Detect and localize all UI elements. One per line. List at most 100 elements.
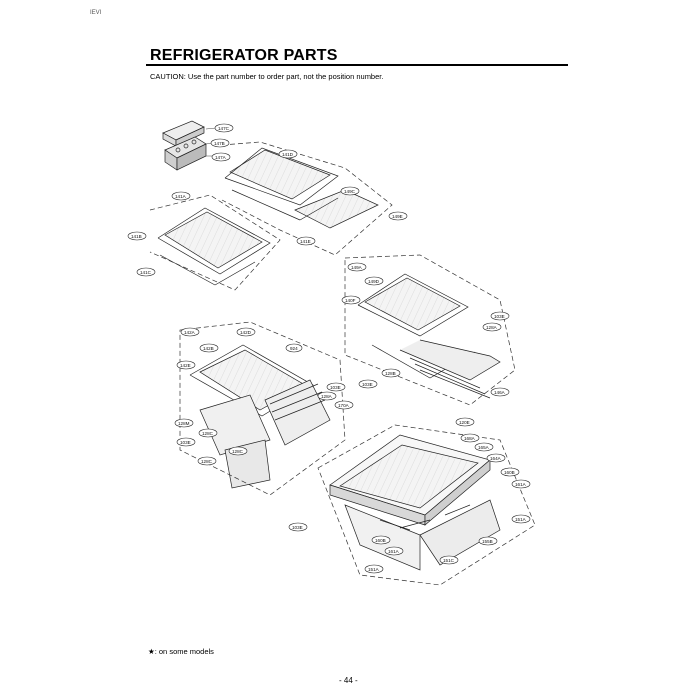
svg-text:151A: 151A xyxy=(515,517,527,522)
callout-149e: 149E xyxy=(388,211,408,221)
svg-text:141A: 141A xyxy=(175,194,187,199)
callout-160b-b: 160B xyxy=(371,535,391,545)
svg-text:120E: 120E xyxy=(459,420,470,425)
callout-128b-a: 128B xyxy=(381,368,401,378)
callout-146a: 146A xyxy=(490,387,510,397)
callout-128a-a: 128A xyxy=(482,322,502,332)
svg-text:149E: 149E xyxy=(392,214,403,219)
svg-text:103E: 103E xyxy=(180,440,191,445)
left-shelf-assembly xyxy=(149,194,281,291)
svg-text:141C: 141C xyxy=(140,270,152,275)
callout-924: 924 xyxy=(285,343,303,353)
svg-text:141B: 141B xyxy=(131,234,142,239)
svg-text:147A: 147A xyxy=(215,155,227,160)
svg-text:128C: 128C xyxy=(202,431,214,436)
title-underline xyxy=(146,64,568,66)
svg-text:142B: 142B xyxy=(203,346,214,351)
callout-149c: 149C xyxy=(340,186,360,196)
callout-141b: 141B xyxy=(127,231,147,241)
svg-text:128C: 128C xyxy=(201,459,213,464)
callout-128c-a: 128C xyxy=(198,428,218,438)
callout-128c-b: 128C xyxy=(228,446,248,456)
callout-149a: 149A xyxy=(347,262,367,272)
callout-103e-b: 103E xyxy=(358,379,378,389)
svg-text:164A: 164A xyxy=(490,456,502,461)
callout-141a: 141A xyxy=(171,191,191,201)
svg-text:149C: 149C xyxy=(344,189,356,194)
callout-140f: 140F xyxy=(341,295,361,305)
page-title: REFRIGERATOR PARTS xyxy=(150,47,338,64)
callout-103e-c: 103E xyxy=(326,382,346,392)
svg-text:151A: 151A xyxy=(368,567,380,572)
svg-text:147C: 147C xyxy=(218,126,230,131)
callout-147a: 147A xyxy=(206,152,231,162)
svg-text:128A: 128A xyxy=(486,325,498,330)
footnote-on-some-models: ★: on some models xyxy=(148,647,214,656)
svg-text:160B: 160B xyxy=(504,470,515,475)
svg-text:140F: 140F xyxy=(345,298,356,303)
egg-tray-assembly xyxy=(162,120,207,171)
svg-text:103E: 103E xyxy=(292,525,303,530)
svg-text:170A: 170A xyxy=(338,403,350,408)
callout-142e: 142E xyxy=(176,360,196,370)
callout-128a-b: 128A xyxy=(317,391,337,401)
svg-text:151C: 151C xyxy=(443,558,455,563)
svg-text:149A: 149A xyxy=(351,265,363,270)
callout-151a-a: 151A xyxy=(511,514,531,524)
callout-147c: 147C xyxy=(205,123,234,133)
top-right-shelf-assembly xyxy=(221,141,393,256)
callout-141e: 141E xyxy=(296,236,316,246)
callout-160b: 160B xyxy=(500,467,520,477)
svg-text:168A: 168A xyxy=(464,436,476,441)
callout-147b: 147B xyxy=(205,138,230,148)
callout-164a: 164A xyxy=(486,453,506,463)
svg-text:142D: 142D xyxy=(240,330,252,335)
svg-text:141D: 141D xyxy=(282,152,294,157)
callout-141c: 141C xyxy=(136,267,156,277)
callout-120e: 120E xyxy=(455,417,475,427)
crisper-drawer-assembly xyxy=(317,424,536,586)
svg-text:128M: 128M xyxy=(178,421,190,426)
svg-text:103E: 103E xyxy=(494,314,505,319)
page-number: - 44 - xyxy=(339,676,358,685)
callout-165a: 165A xyxy=(474,442,494,452)
svg-text:142E: 142E xyxy=(180,363,191,368)
callout-141d: 141D xyxy=(278,149,298,159)
callout-151c: 151C xyxy=(439,555,459,565)
callout-103e-d: 103E xyxy=(176,437,196,447)
svg-text:161A: 161A xyxy=(515,482,527,487)
callout-128c-c: 128C xyxy=(197,456,217,466)
callout-142a: 142A xyxy=(180,327,200,337)
callout-149d: 149D xyxy=(364,276,384,286)
svg-text:155B: 155B xyxy=(482,539,493,544)
svg-text:146A: 146A xyxy=(494,390,506,395)
svg-text:165A: 165A xyxy=(478,445,490,450)
caution-note: CAUTION: Use the part number to order pa… xyxy=(150,72,384,81)
svg-text:149D: 149D xyxy=(368,279,380,284)
svg-text:924: 924 xyxy=(290,346,298,351)
svg-text:161A: 161A xyxy=(388,549,400,554)
callout-142b: 142B xyxy=(199,343,219,353)
callout-161a-b: 161A xyxy=(384,546,404,556)
svg-text:128B: 128B xyxy=(385,371,396,376)
svg-text:128C: 128C xyxy=(232,449,244,454)
corner-mark: IEVI xyxy=(90,10,102,16)
callout-142d: 142D xyxy=(236,327,256,337)
callout-128m: 128M xyxy=(174,418,194,428)
svg-text:141E: 141E xyxy=(300,239,311,244)
callout-161a-a: 161A xyxy=(511,479,531,489)
callout-168a: 168A xyxy=(460,433,480,443)
callout-170a: 170A xyxy=(334,400,354,410)
callout-151a-b: 151A xyxy=(364,564,384,574)
svg-text:103E: 103E xyxy=(330,385,341,390)
right-middle-shelf-assembly xyxy=(344,254,516,406)
svg-text:128A: 128A xyxy=(321,394,333,399)
callout-103e-a: 103E xyxy=(490,311,510,321)
svg-text:142A: 142A xyxy=(184,330,196,335)
svg-text:160B: 160B xyxy=(375,538,386,543)
svg-text:147B: 147B xyxy=(214,141,225,146)
callout-155b: 155B xyxy=(478,536,498,546)
svg-text:103E: 103E xyxy=(362,382,373,387)
callout-103e-e: 103E xyxy=(288,522,308,532)
